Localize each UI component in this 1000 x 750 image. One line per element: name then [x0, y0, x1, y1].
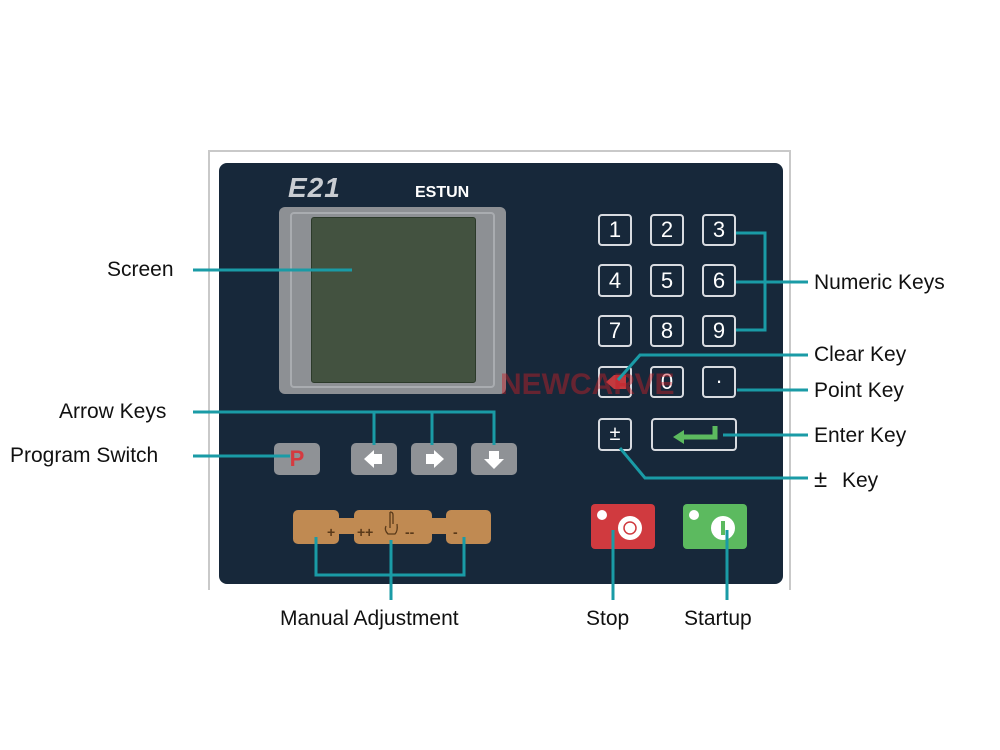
label-point-key: Point Key [814, 379, 904, 402]
left-arrow-key[interactable] [351, 443, 397, 475]
lcd-screen [311, 217, 476, 383]
enter-arrow-icon [673, 426, 718, 444]
key-9[interactable]: 9 [702, 315, 736, 347]
manual-minus-pad[interactable] [446, 510, 491, 544]
screen-bezel-inner [290, 212, 495, 388]
numeric-keys-callout [736, 231, 808, 332]
label-stop: Stop [586, 607, 630, 630]
brand-logo: ESTUN [415, 184, 470, 201]
label-numeric-keys: Numeric Keys [814, 271, 945, 294]
stop-icon [618, 516, 642, 540]
right-arrow-icon [426, 450, 444, 468]
indicator-dot [597, 510, 607, 520]
label-pm-symbol: ± [814, 466, 828, 493]
manual-callout [314, 537, 466, 600]
arrow-keys-callout [193, 410, 496, 445]
key-7[interactable]: 7 [598, 315, 632, 347]
key-5[interactable]: 5 [650, 264, 684, 297]
clear-key[interactable] [598, 366, 632, 398]
mark-minus: - [453, 524, 458, 540]
label-arrow-keys: Arrow Keys [59, 400, 167, 423]
label-startup: Startup [684, 607, 752, 630]
indicator-dot [689, 510, 699, 520]
start-icon [711, 516, 735, 540]
right-arrow-key[interactable] [411, 443, 457, 475]
clear-key-callout [616, 353, 808, 381]
key-4[interactable]: 4 [598, 264, 632, 297]
key-0[interactable]: 0 [650, 366, 684, 398]
model-logo: E21 [288, 172, 341, 203]
mark-plus: + [327, 524, 336, 540]
label-manual-adjustment: Manual Adjustment [280, 607, 459, 630]
label-clear-key: Clear Key [814, 343, 907, 366]
label-program-switch: Program Switch [10, 444, 159, 467]
down-arrow-icon [484, 451, 504, 469]
point-key[interactable]: · [702, 366, 736, 398]
device-frame [208, 150, 791, 590]
down-arrow-key[interactable] [471, 443, 517, 475]
left-arrow-icon [364, 450, 382, 468]
mark-plus-plus: ++ [357, 524, 374, 540]
mark-minus-minus: -- [405, 524, 415, 540]
watermark: NEWCARVE [500, 368, 675, 401]
plus-minus-key[interactable]: ± [598, 418, 632, 451]
label-screen: Screen [107, 258, 174, 281]
key-6[interactable]: 6 [702, 264, 736, 297]
key-3[interactable]: 3 [702, 214, 736, 246]
label-enter-key: Enter Key [814, 424, 907, 447]
key-1[interactable]: 1 [598, 214, 632, 246]
key-2[interactable]: 2 [650, 214, 684, 246]
hand-icon [384, 511, 398, 535]
label-pm-key: Key [842, 469, 879, 492]
pm-key-callout [618, 447, 808, 480]
start-button[interactable] [683, 504, 747, 549]
key-8[interactable]: 8 [650, 315, 684, 347]
stop-button[interactable] [591, 504, 655, 549]
program-switch-key[interactable]: P [274, 443, 320, 475]
